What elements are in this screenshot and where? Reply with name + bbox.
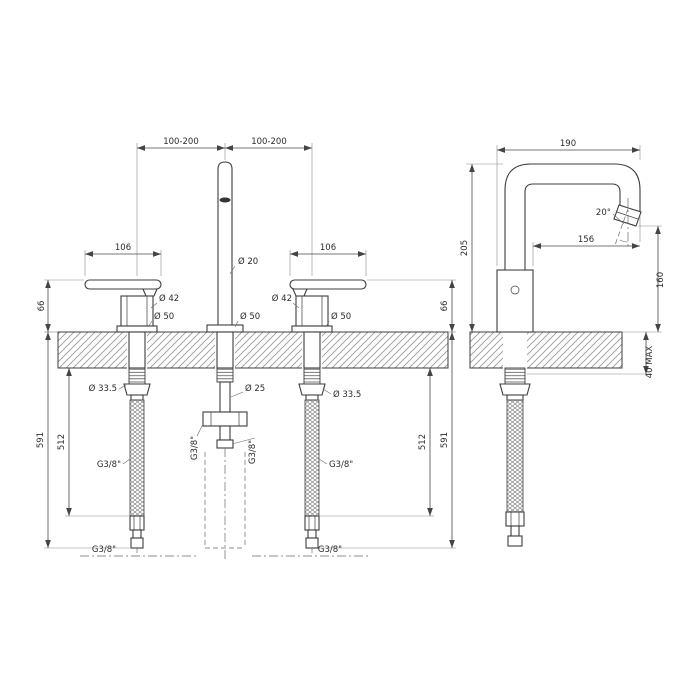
thread-bottom-right-label: G3/8"	[318, 545, 342, 555]
threaded-shank	[303, 367, 321, 385]
dim-total-length-right-label: 591	[440, 432, 450, 448]
lever	[289, 279, 367, 290]
lever-hub	[142, 288, 158, 297]
hose-fitting	[304, 515, 320, 531]
dim-handle-width-left-label: 106	[115, 243, 131, 253]
hose-end-nut	[305, 537, 319, 549]
dim-spout-height-label: 160	[656, 272, 666, 288]
dim-span-left-label: 100-200	[163, 137, 199, 147]
supply-pipe	[219, 381, 231, 413]
threaded-shank	[504, 367, 526, 385]
hose-fitting	[505, 511, 525, 527]
dimensions-front: 100-200 100-200 106 106 Ø 20 Ø 42 Ø 50 Ø…	[36, 137, 456, 555]
thread-hose-left-label: G3/8"	[97, 460, 121, 470]
dim-base-center-label: Ø 50	[240, 311, 260, 322]
thread-center-left-label: G3/8"	[190, 436, 200, 460]
lever	[84, 279, 162, 290]
deck-side	[469, 331, 623, 369]
dim-handle-width-right-label: 106	[320, 243, 336, 253]
lever-hub	[292, 288, 308, 297]
handle-right	[289, 279, 367, 333]
flex-hose	[304, 399, 320, 517]
front-view: 100-200 100-200 106 106 Ø 20 Ø 42 Ø 50 Ø…	[36, 137, 456, 562]
dim-span-right-label: 100-200	[251, 137, 287, 147]
dim-height-total-label: 205	[460, 240, 470, 256]
handle-left	[84, 279, 162, 333]
side-view: 190 156 20° 205 160 40 MAX	[460, 139, 666, 547]
dim-total-length-left-label: 591	[36, 432, 46, 448]
spout-front	[206, 161, 244, 333]
dim-hole-left-label: Ø 33.5	[89, 383, 117, 394]
dim-base-left-label: Ø 50	[154, 311, 174, 322]
handle-body	[120, 295, 154, 327]
flex-hose	[129, 399, 145, 517]
dim-deck-thickness-label: 40 MAX	[645, 346, 655, 379]
flex-hose	[506, 399, 524, 513]
dim-hose-length-right-label: 512	[418, 434, 428, 450]
supply-right	[298, 331, 326, 549]
thread-center-right-label: G3/8"	[248, 440, 258, 464]
mounting-shank	[216, 331, 234, 369]
supply-left	[123, 331, 151, 549]
mounting-nut	[499, 383, 531, 396]
thread-bottom-left-label: G3/8"	[92, 545, 116, 555]
threaded-shank	[128, 367, 146, 385]
dim-spout-reach-total-label: 190	[560, 139, 576, 149]
body-button	[510, 285, 520, 295]
dim-hole-center-label: Ø 25	[245, 383, 265, 394]
aerator-slot	[219, 197, 231, 203]
deck-front	[57, 331, 449, 369]
spout-base-flange	[206, 324, 244, 333]
dim-spout-diameter-label: Ø 20	[238, 256, 258, 267]
spout-side	[496, 163, 642, 333]
dim-hose-length-left-label: 512	[57, 434, 67, 450]
dim-cartridge-right-label: Ø 42	[272, 293, 292, 304]
hose-fitting	[129, 515, 145, 531]
mounting-nut	[298, 383, 326, 396]
dim-spout-angle-label: 20°	[596, 208, 611, 218]
countertop-section	[57, 331, 449, 369]
hose-end-nut	[130, 537, 144, 549]
hose-end-nut	[507, 535, 523, 547]
install-guides	[80, 448, 370, 562]
tee-fitting	[202, 411, 248, 427]
dim-height-above-deck-right-label: 66	[440, 301, 450, 312]
mounting-shank	[128, 331, 146, 369]
threaded-shank	[216, 367, 234, 383]
handle-base-flange	[116, 325, 158, 333]
supply-side	[499, 367, 531, 547]
mounting-nut	[123, 383, 151, 396]
tee-outlet-nut	[216, 439, 234, 449]
dim-cartridge-left-label: Ø 42	[159, 293, 179, 304]
dim-height-above-deck-left-label: 66	[37, 301, 47, 312]
handle-body	[295, 295, 329, 327]
spout-tube	[217, 161, 233, 333]
mounting-shank	[303, 331, 321, 369]
dimensions-side: 190 156 20° 205 160 40 MAX	[460, 139, 666, 378]
mixer-body	[496, 269, 534, 333]
thread-hose-right-label: G3/8"	[329, 460, 353, 470]
dim-base-right-label: Ø 50	[331, 311, 351, 322]
countertop-section	[469, 331, 623, 369]
dim-hole-right-label: Ø 33.5	[333, 389, 361, 400]
dim-spout-reach-label: 156	[578, 235, 594, 245]
supply-center	[202, 331, 248, 449]
